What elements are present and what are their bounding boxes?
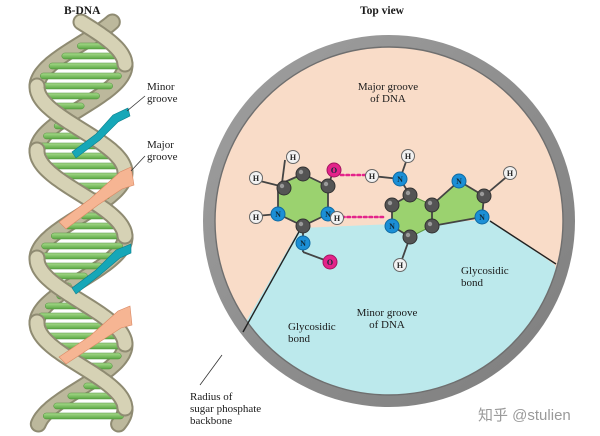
hydrogen-atom <box>286 150 300 164</box>
strand-segment-fill <box>74 15 132 71</box>
hydrogen-atom <box>330 211 344 225</box>
hydrogen-atom-label: H <box>253 213 260 222</box>
hydrogen-atom-label: H <box>253 174 260 183</box>
major-groove-arrow-1 <box>58 166 135 230</box>
base-pair-rung <box>48 62 126 70</box>
minor-groove-arrow-1 <box>71 107 131 159</box>
base-pair-rung <box>50 232 126 240</box>
hydrogen-atom <box>393 258 407 272</box>
major-groove-arrow-2 <box>58 305 133 365</box>
nitrogen-atom <box>384 218 400 234</box>
oxygen-atom-label: O <box>327 258 333 267</box>
nitrogen-atom-label: N <box>325 210 331 219</box>
nitrogen-atom-label: N <box>479 213 485 222</box>
covalent-bond <box>281 159 286 184</box>
glycosidic-bond-label-left: Glycosidic bond <box>288 321 336 345</box>
base-pair-rung <box>53 402 125 410</box>
base-pair-rung <box>42 412 124 420</box>
base-pair-rung <box>36 82 113 90</box>
carbon-highlight <box>479 191 485 197</box>
carbon-highlight <box>298 169 304 175</box>
hydrogen-atom <box>249 210 263 224</box>
carbon-highlight <box>427 200 433 206</box>
carbon-highlight <box>298 221 304 227</box>
carbon-atom <box>295 166 311 182</box>
hydrogen-atom <box>401 149 415 163</box>
carbon-atom <box>476 188 492 204</box>
major-groove-label-side: Major groove <box>147 139 178 163</box>
carbon-atom <box>402 187 418 203</box>
hydrogen-atom <box>365 169 379 183</box>
nitrogen-atom <box>392 171 408 187</box>
carbon-atom <box>295 218 311 234</box>
minor-groove-leader <box>126 95 146 112</box>
strand-segment-fill <box>30 143 132 243</box>
nitrogen-atom <box>474 209 490 225</box>
glycosidic-bond-left-line <box>242 229 301 333</box>
carbon-atom <box>424 197 440 213</box>
oxygen-atom <box>322 254 338 270</box>
nitrogen-atom-label: N <box>300 239 306 248</box>
minor-groove-label-side: Minor groove <box>147 81 178 105</box>
carbon-atom <box>402 229 418 245</box>
carbon-atom <box>320 178 336 194</box>
top-view-title: Top view <box>360 5 404 17</box>
carbon-highlight <box>279 183 285 189</box>
oxygen-atom <box>326 162 342 178</box>
nitrogen-atom-label: N <box>275 210 281 219</box>
carbon-atom <box>384 197 400 213</box>
carbon-highlight <box>405 190 411 196</box>
nitrogen-atom-label: N <box>389 222 395 231</box>
minor-groove-label: Minor groove of DNA <box>356 307 418 331</box>
carbon-highlight <box>427 221 433 227</box>
carbon-atom <box>276 180 292 196</box>
major-groove-label: Major groove of DNA <box>357 81 419 105</box>
minor-groove-arrow-2 <box>71 243 132 295</box>
glycosidic-bond-right-line <box>489 220 557 265</box>
hydrogen-atom-label: H <box>397 261 404 270</box>
nitrogen-atom-label: N <box>397 175 403 184</box>
hydrogen-atom-label: H <box>507 169 514 178</box>
glycosidic-bond-label-right: Glycosidic bond <box>461 265 509 289</box>
major-groove-leader <box>130 155 146 172</box>
radius-backbone-label: Radius of sugar phosphate backbone <box>190 391 262 427</box>
hydrogen-atom-label: H <box>290 153 297 162</box>
hydrogen-atom <box>503 166 517 180</box>
nitrogen-atom <box>270 206 286 222</box>
covalent-bond <box>431 216 483 227</box>
base-pair-rung <box>41 242 123 250</box>
base-pair-rung <box>36 252 116 260</box>
carbon-highlight <box>387 200 393 206</box>
nitrogen-atom <box>451 173 467 189</box>
nitrogen-atom <box>295 235 311 251</box>
b-dna-title: B-DNA <box>64 5 101 17</box>
carbon-highlight <box>323 181 329 187</box>
hydrogen-atom <box>249 171 263 185</box>
carbon-highlight <box>405 232 411 238</box>
hydrogen-atom-label: H <box>334 214 341 223</box>
oxygen-atom-label: O <box>331 166 337 175</box>
watermark: 知乎 @stulien <box>478 407 571 424</box>
strand-segment-fill <box>30 79 132 179</box>
radius-leader <box>199 354 223 386</box>
hydrogen-atom-label: H <box>405 152 412 161</box>
nitrogen-atom-label: N <box>456 177 462 186</box>
hydrogen-atom-label: H <box>369 172 376 181</box>
base-pair-rung <box>40 72 122 80</box>
carbon-atom <box>424 218 440 234</box>
strand-segment-fill <box>30 315 132 415</box>
